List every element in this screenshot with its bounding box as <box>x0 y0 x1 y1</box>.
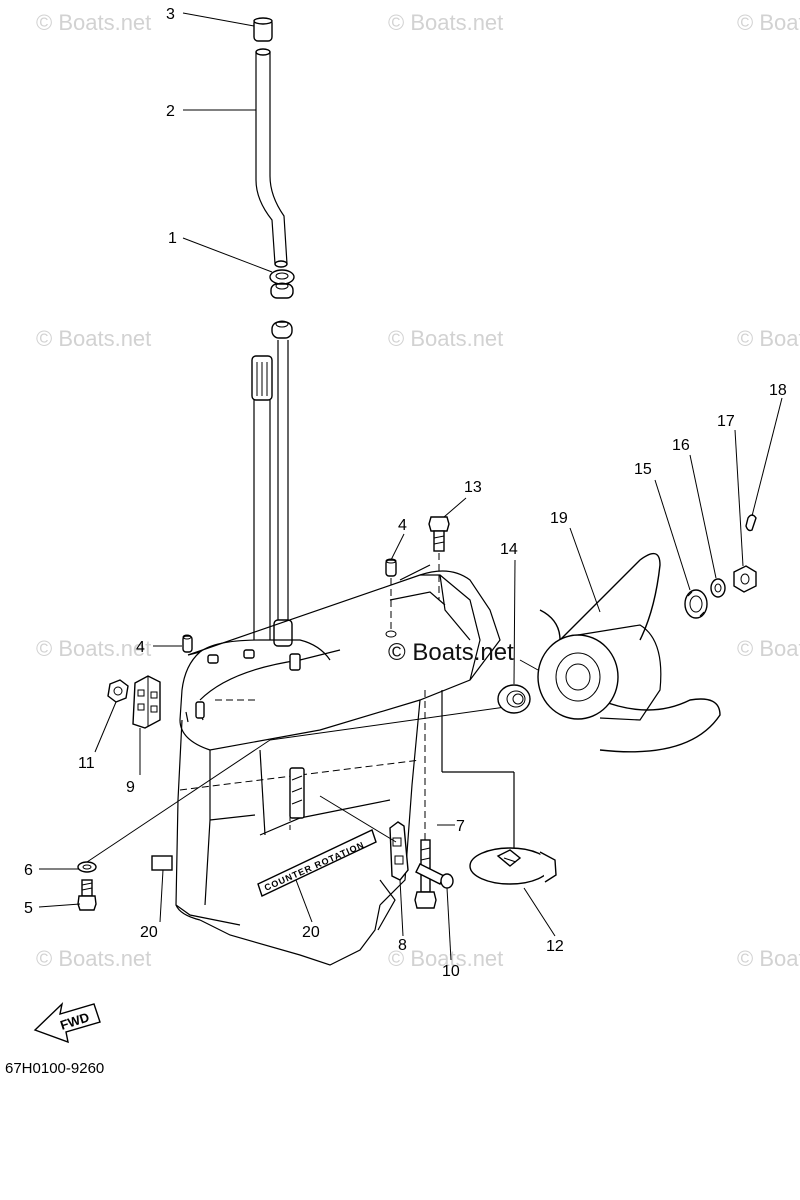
watermark-mid-right: © Boats.net <box>737 326 800 351</box>
watermark-top-center: © Boats.net <box>388 10 503 35</box>
watermarks: © Boats.net © Boats.net © Boats.net © Bo… <box>36 10 800 971</box>
part-12-anode-plate <box>441 690 557 885</box>
watermark-mid-center: © Boats.net <box>388 326 503 351</box>
callout-14: 14 <box>500 541 518 558</box>
watermark-center-dark: © Boats.net <box>388 639 514 666</box>
callout-7: 7 <box>456 818 465 835</box>
callout-20-center: 20 <box>302 924 320 941</box>
callout-13: 13 <box>464 479 482 496</box>
lower-unit-housing <box>175 564 501 966</box>
part-20-decal-small <box>151 855 173 871</box>
callouts: 3 2 1 4 4 13 14 19 15 16 17 18 11 9 6 5 … <box>24 6 787 980</box>
diagram-code: 67H0100-9260 <box>5 1060 104 1077</box>
callout-16: 16 <box>672 437 690 454</box>
counter-rotation-decal: COUNTER ROTATION <box>257 829 377 897</box>
part-16-washer <box>710 578 726 598</box>
part-14-thrust-washer <box>497 684 531 714</box>
part-17-nut <box>733 565 757 593</box>
callout-9: 9 <box>126 779 135 796</box>
leader-6 <box>86 739 271 863</box>
watermark-low-left: © Boats.net <box>36 636 151 661</box>
fwd-arrow-icon: FWD <box>33 1001 101 1044</box>
callout-1: 1 <box>168 230 177 247</box>
callout-15: 15 <box>634 461 652 478</box>
part-11-nut <box>107 679 129 703</box>
watermark-top-right: © Boats.net <box>737 10 800 35</box>
callout-19: 19 <box>550 510 568 527</box>
watermark-low-right: © Boats.net <box>737 636 800 661</box>
callout-17: 17 <box>717 413 735 430</box>
watermark-top-left: © Boats.net <box>36 10 151 35</box>
part-18-cotter-pin <box>745 514 757 532</box>
callout-3: 3 <box>166 6 175 23</box>
part-5-bolt <box>77 879 97 911</box>
part-6-washer <box>77 861 97 873</box>
callout-8: 8 <box>398 937 407 954</box>
leader-lines <box>38 12 783 961</box>
callout-18: 18 <box>769 382 787 399</box>
counter-rotation-text: COUNTER ROTATION <box>263 839 366 892</box>
part-13-bolt <box>428 516 450 600</box>
callout-10: 10 <box>442 963 460 980</box>
part-1-seal <box>269 269 295 339</box>
drive-shaft <box>251 340 293 647</box>
part-8-anode <box>319 795 409 881</box>
callout-12: 12 <box>546 938 564 955</box>
watermark-bottom-right: © Boats.net <box>737 946 800 971</box>
watermark-bottom-center: © Boats.net <box>388 946 503 971</box>
part-9-anode-bracket <box>132 675 161 729</box>
callout-4-top: 4 <box>398 517 407 534</box>
callout-6: 6 <box>24 862 33 879</box>
watermark-mid-left: © Boats.net <box>36 326 151 351</box>
callout-2: 2 <box>166 103 175 120</box>
part-3-grommet <box>253 17 273 42</box>
callout-20-left: 20 <box>140 924 158 941</box>
watermark-bottom-left: © Boats.net <box>36 946 151 971</box>
leader-6-cont <box>269 704 521 741</box>
callout-5: 5 <box>24 900 33 917</box>
callout-4-left: 4 <box>136 639 145 656</box>
part-15-spacer <box>684 589 708 619</box>
callout-11: 11 <box>78 755 95 772</box>
part-2-water-tube <box>255 48 288 268</box>
part-19-propeller <box>519 552 721 753</box>
part-10-bolt <box>415 863 454 889</box>
part-4-dowel-left <box>182 634 193 653</box>
part-4-dowel-top <box>385 558 397 638</box>
